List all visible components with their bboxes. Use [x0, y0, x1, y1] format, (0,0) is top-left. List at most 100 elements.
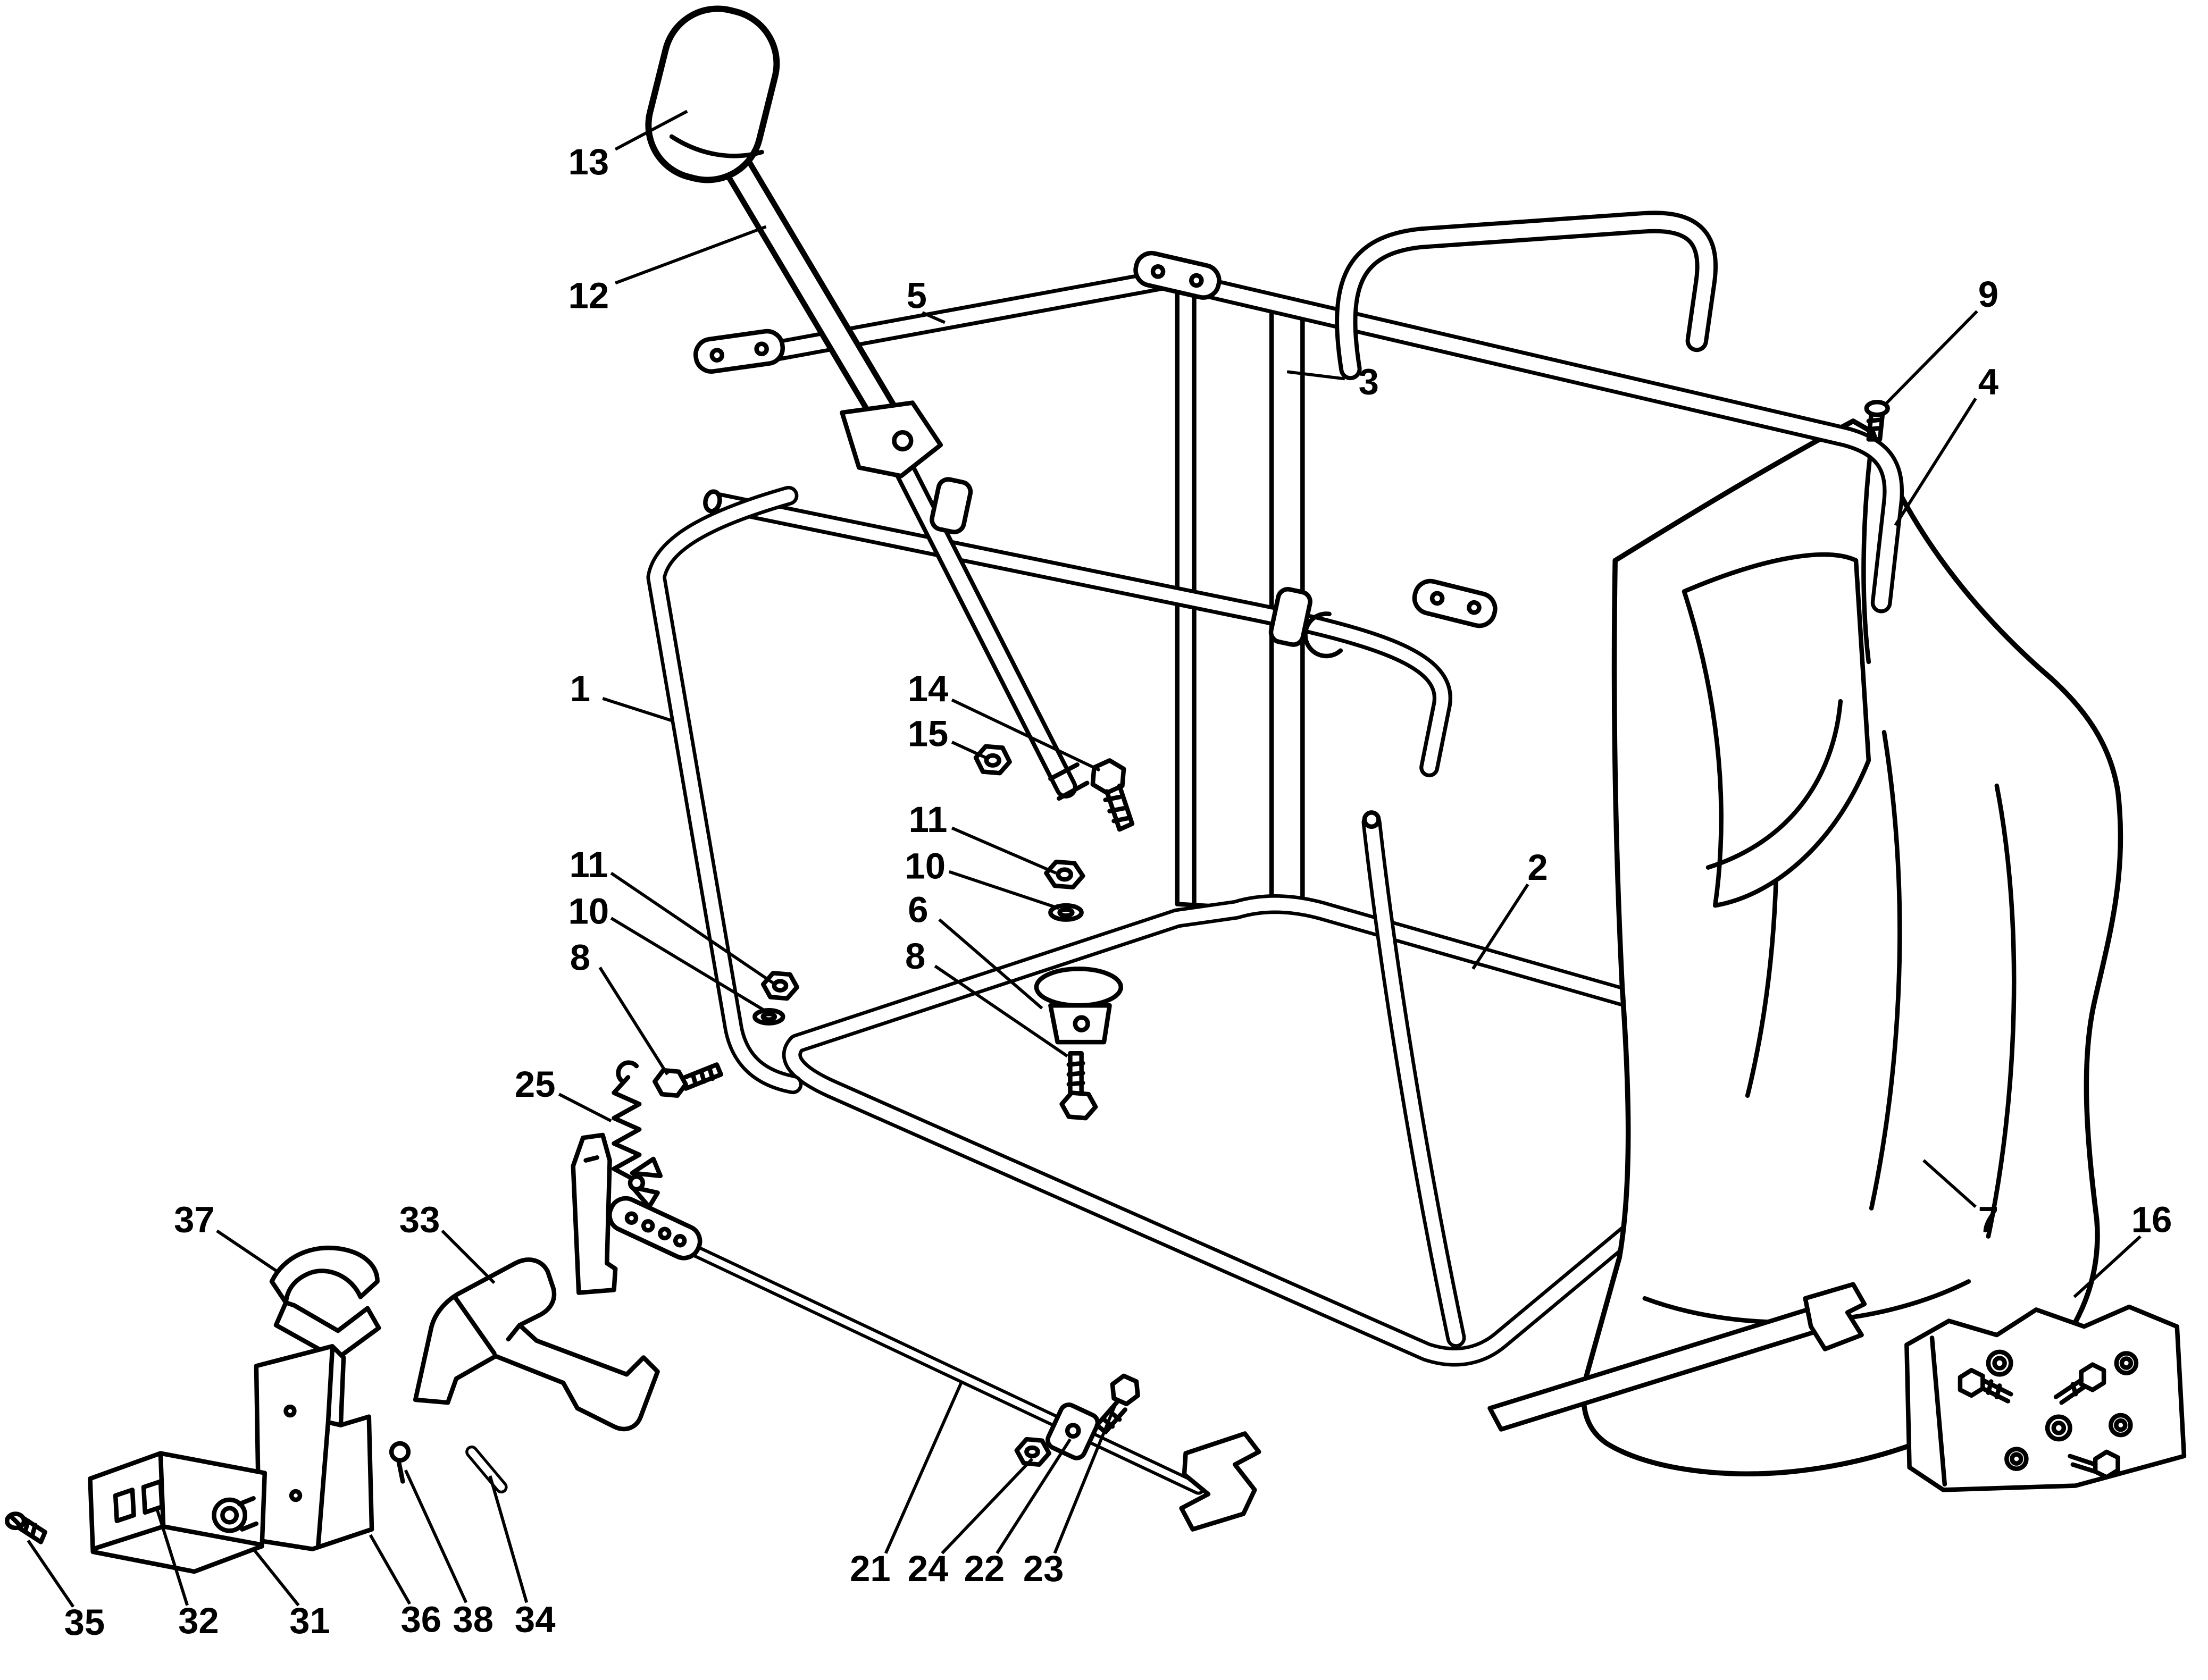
handle-grip [645, 5, 780, 183]
rod-end-bracket [1179, 1431, 1261, 1532]
leader-line-7 [1922, 1159, 1977, 1208]
bolt-14 [1090, 758, 1135, 832]
leader-line-12 [615, 225, 767, 285]
part-label-4: 4 [1978, 361, 1998, 402]
corner-flange [1133, 250, 1222, 300]
part-label-35: 35 [64, 1602, 105, 1643]
nut-15 [973, 744, 1012, 776]
part-label-12: 12 [568, 275, 609, 316]
part-label-15: 15 [908, 713, 949, 754]
leader-line-25 [558, 1093, 612, 1123]
bag-side-panel [1682, 552, 1871, 908]
leader-line-14 [951, 698, 1101, 772]
washer-10-left [752, 1008, 785, 1026]
latch-assembly [5, 1245, 660, 1574]
latch-bracket-37 [269, 1245, 381, 1362]
mounting-flanges [693, 250, 1498, 628]
latch-body-32 [88, 1451, 267, 1574]
nut-11-left [760, 971, 799, 1001]
latch-plate-36 [254, 1344, 374, 1551]
part-label-11: 11 [569, 844, 608, 885]
leader-line-32 [155, 1506, 189, 1606]
mid-flange [1412, 578, 1498, 628]
part-label-1: 1 [570, 668, 590, 709]
pin-34 [465, 1445, 508, 1494]
latch-pin-31 [212, 1497, 247, 1533]
part-label-25: 25 [515, 1064, 556, 1105]
leader-line-38 [404, 1469, 468, 1603]
top-back-rail [1158, 268, 1904, 614]
fabric-bag [1581, 418, 2123, 1476]
front-right-upright [1361, 810, 1466, 1348]
part-label-16: 16 [2131, 1199, 2172, 1240]
leader-line-3 [1286, 370, 1345, 381]
leader-line-6 [938, 918, 1043, 1010]
part-label-6: 6 [908, 889, 928, 930]
latch-lever-33 [413, 1257, 660, 1432]
part-label-34: 34 [515, 1599, 556, 1640]
left-flange [693, 329, 785, 374]
leader-line-35 [27, 1540, 75, 1608]
part-label-36: 36 [400, 1599, 441, 1640]
leader-line-5 [922, 311, 946, 324]
stud-38 [389, 1441, 411, 1484]
screw-35 [5, 1511, 47, 1544]
part-label-5: 5 [907, 275, 927, 316]
leader-line-31 [252, 1548, 300, 1607]
leader-line-33 [441, 1229, 496, 1284]
leader-line-15 [951, 741, 986, 759]
part-label-22: 22 [964, 1548, 1005, 1589]
leader-line-21 [884, 1381, 964, 1554]
spring-assembly [571, 1060, 663, 1295]
bolt-8-center [1059, 1051, 1098, 1121]
leader-line-22 [996, 1438, 1072, 1555]
part-label-32: 32 [178, 1600, 219, 1641]
bolt-23 [1094, 1373, 1140, 1435]
part-label-8: 8 [905, 936, 925, 977]
leader-line-1 [602, 697, 674, 723]
leader-line-2 [1471, 883, 1529, 970]
handle-assembly [645, 5, 1343, 801]
part-label-37: 37 [174, 1199, 215, 1240]
left-upright-tube [646, 485, 803, 1095]
lower-frame-loop [782, 894, 1820, 1367]
part-label-13: 13 [568, 141, 609, 182]
handle-pivot-bracket [840, 400, 943, 478]
leader-line-9 [1884, 310, 1978, 406]
leader-line-8 [934, 964, 1068, 1057]
spring-25 [612, 1060, 663, 1209]
tension-rod [613, 1208, 1205, 1495]
screw-9 [1864, 399, 1890, 442]
part-label-21: 21 [850, 1548, 891, 1589]
leader-line-8 [598, 967, 669, 1076]
part-label-2: 2 [1527, 847, 1548, 888]
bolt-8-left [653, 1062, 723, 1098]
part-label-31: 31 [289, 1600, 330, 1641]
fasteners [653, 399, 1890, 1121]
part-label-9: 9 [1978, 274, 1998, 315]
part-label-11: 11 [909, 799, 948, 840]
bar-collar [1268, 587, 1343, 659]
leader-line-11 [610, 871, 774, 985]
pivot-collar [930, 477, 973, 534]
leader-line-11 [951, 826, 1057, 875]
leader-line-23 [1053, 1400, 1118, 1554]
part-label-33: 33 [399, 1199, 440, 1240]
leader-line-37 [216, 1229, 279, 1273]
part-label-10: 10 [905, 845, 946, 886]
part-label-38: 38 [453, 1599, 494, 1640]
part-label-7: 7 [1978, 1199, 1998, 1240]
rear-handle-tube [1335, 211, 1718, 381]
leader-line-4 [1894, 398, 1977, 526]
part-label-3: 3 [1359, 361, 1379, 402]
leader-line-34 [488, 1475, 529, 1603]
leader-line-16 [2073, 1235, 2142, 1298]
nut-24 [1014, 1437, 1051, 1467]
nut-11-center [1044, 859, 1085, 889]
leader-line-24 [941, 1458, 1034, 1555]
pivot-cross-bar [703, 489, 1452, 778]
adjuster-strap [607, 1196, 702, 1261]
rod-clamp-22 [1046, 1402, 1100, 1460]
